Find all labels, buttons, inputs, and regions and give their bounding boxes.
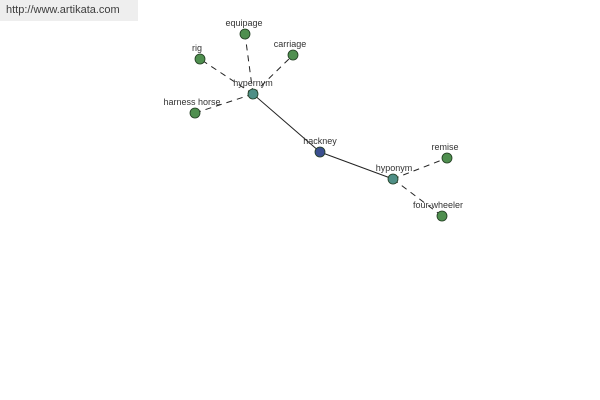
node-carriage[interactable]: carriage [274,39,307,61]
node-label-equipage: equipage [225,18,262,28]
node-dot-rig[interactable] [194,53,206,65]
node-harness-horse[interactable]: harness horse [163,97,221,119]
node-remise[interactable]: remise [431,142,459,164]
node-label-rig: rig [192,43,202,53]
node-dot-remise[interactable] [441,152,453,164]
node-dot-equipage[interactable] [239,28,251,40]
edge-hypernym-carriage [252,54,294,95]
node-label-four-wheeler: four-wheeler [413,200,463,210]
edge-layer [194,33,448,217]
node-dot-carriage[interactable] [287,49,299,61]
edge-hypernym-rig [199,58,254,95]
node-label-remise: remise [431,142,458,152]
node-hackney[interactable]: hackney [303,136,337,158]
node-hyponym[interactable]: hyponym [376,163,413,185]
edge-hyponym-remise [392,157,448,180]
watermark-url: http://www.artikata.com [0,0,138,21]
node-equipage[interactable]: equipage [225,18,263,40]
node-dot-hackney[interactable] [314,146,326,158]
node-dot-hyponym[interactable] [387,173,399,185]
node-dot-four-wheeler[interactable] [436,210,448,222]
node-layer: hackney hypernym hyponym equipage rig carriag… [163,18,463,222]
node-label-harness-horse: harness horse [163,97,220,107]
edge-hyponym-four-wheeler [392,178,443,217]
node-label-hypernym: hypernym [233,78,273,88]
node-hypernym[interactable]: hypernym [233,78,273,100]
node-label-hackney: hackney [303,136,337,146]
node-dot-harness-horse[interactable] [189,107,201,119]
edge-hackney-hyponym [319,151,394,180]
node-four-wheeler[interactable]: four-wheeler [413,200,463,222]
node-rig[interactable]: rig [192,43,206,65]
edge-hackney-hypernym [252,93,321,153]
node-label-carriage: carriage [274,39,307,49]
node-dot-hypernym[interactable] [247,88,259,100]
node-label-hyponym: hyponym [376,163,413,173]
